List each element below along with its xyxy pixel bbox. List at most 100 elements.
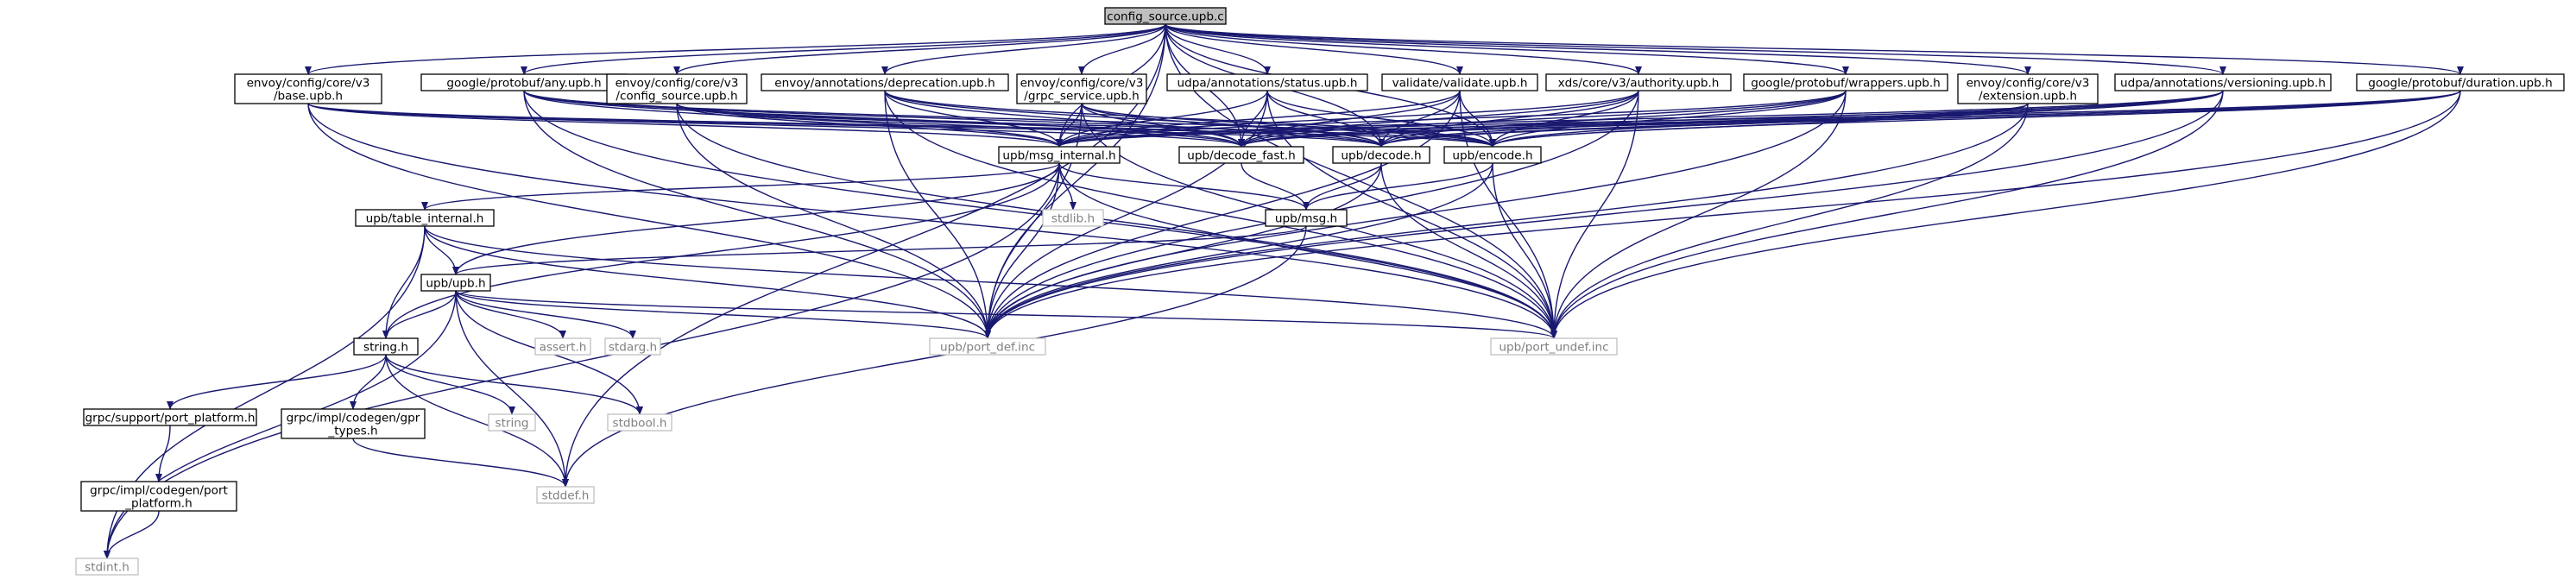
node-box (80, 481, 237, 512)
edge-any-to-msginternal (523, 90, 1063, 148)
edge-base-to-msginternal (307, 103, 1063, 148)
node-box (2114, 73, 2332, 91)
edge-cfgsrc-to-encode (676, 103, 1496, 148)
edge-tableint-to-upb (424, 225, 459, 275)
node-stdlib: stdlib.h (1042, 209, 1104, 227)
node-versioning[interactable]: udpa/annotations/versioning.upb.h (2114, 73, 2332, 91)
node-box (355, 209, 495, 227)
edge-duration-to-msginternal (1056, 90, 2461, 148)
edge-status-to-portundef (1266, 90, 1557, 339)
edge-wrappers-to-encode (1489, 90, 1847, 148)
edge-cfgsrc-to-decode (676, 103, 1385, 148)
edge-encode-to-msg (1303, 162, 1493, 211)
node-label: stdint.h (85, 561, 129, 575)
node-label: upb/decode_fast.h (1187, 149, 1296, 163)
edge-wrappers-to-msginternal (1056, 90, 1847, 148)
edge-decode-to-portundef (1380, 162, 1557, 339)
node-wrappers[interactable]: google/protobuf/wrappers.upb.h (1743, 73, 1948, 91)
node-stringh[interactable]: string.h (353, 337, 419, 356)
node-box (604, 337, 661, 356)
edge-root-to-stddef (562, 23, 1166, 488)
node-label: envoy/annotations/deprecation.upb.h (774, 77, 994, 91)
edge-deprec-to-portdef (884, 90, 991, 339)
node-root[interactable]: config_source.upb.c (1104, 7, 1227, 25)
node-decode[interactable]: upb/decode.h (1332, 146, 1430, 164)
edge-wrappers-to-portundef (1550, 90, 1847, 339)
node-box (1443, 146, 1542, 164)
node-box (488, 413, 536, 432)
edge-root-to-authority (1165, 23, 1642, 75)
edge-stringh-to-stdbool (385, 354, 643, 415)
edge-encode-to-portundef (1492, 162, 1557, 339)
node-label: udpa/annotations/status.upb.h (1178, 77, 1358, 91)
edge-wrappers-to-decodefast (1238, 90, 1847, 148)
edge-root-to-wrappers (1165, 23, 1849, 75)
edge-versioning-to-portdef (984, 90, 2224, 339)
edge-msginternal-to-portdef (984, 162, 1060, 339)
edge-tableint-to-stringh (382, 225, 426, 339)
node-validate[interactable]: validate/validate.upb.h (1381, 73, 1538, 91)
edge-any-to-decodefast (523, 90, 1245, 148)
node-ext[interactable]: envoy/config/core/v3/extension.upb.h (1957, 73, 2099, 104)
node-label: envoy/config/core/v3 (247, 77, 370, 91)
node-duration[interactable]: google/protobuf/duration.upb.h (2356, 73, 2565, 91)
edge-authority-to-portundef (1550, 90, 1639, 339)
edge-root-to-versioning (1165, 23, 2226, 75)
node-authority[interactable]: xds/core/v3/authority.upb.h (1545, 73, 1732, 91)
node-deprec[interactable]: envoy/annotations/deprecation.upb.h (761, 73, 1009, 91)
edge-encode-to-portdef (984, 162, 1493, 339)
edge-stringh-to-gprtypes (350, 354, 387, 410)
node-cfgsrc[interactable]: envoy/config/core/v3/config_source.upb.h (606, 73, 748, 104)
edge-deprec-to-decodefast (884, 90, 1245, 148)
edge-tableint-to-portdef (424, 225, 991, 339)
edge-grpc-to-decodefast (1081, 103, 1245, 148)
node-gprtypes[interactable]: grpc/impl/codegen/gpr_types.h (281, 408, 426, 439)
edge-ext-to-portdef (984, 103, 2029, 339)
edge-duration-to-portdef (984, 90, 2461, 339)
node-upb[interactable]: upb/upb.h (420, 274, 491, 292)
edge-deprec-to-msginternal (884, 90, 1063, 148)
node-grpc[interactable]: envoy/config/core/v3/grpc_service.upb.h (1016, 73, 1147, 104)
edge-gprtypes-to-stddef (352, 438, 569, 488)
edge-portplat-to-codegenplat (155, 425, 171, 482)
node-msg[interactable]: upb/msg.h (1265, 209, 1348, 227)
node-label: upb/port_def.inc (940, 341, 1035, 355)
node-box (536, 486, 595, 504)
edge-base-to-portdef (307, 103, 991, 339)
edge-root-to-grpc (1078, 23, 1166, 75)
node-portundef: upb/port_undef.inc (1490, 337, 1618, 356)
node-label: envoy/config/core/v3 (616, 77, 739, 91)
node-codegenplat[interactable]: grpc/impl/codegen/port_platform.h (80, 481, 237, 512)
node-box (1042, 209, 1104, 227)
node-string: string (488, 413, 536, 432)
node-base[interactable]: envoy/config/core/v3/base.upb.h (234, 73, 382, 104)
edge-msginternal-to-tableint (421, 162, 1060, 211)
edge-wrappers-to-decode (1378, 90, 1847, 148)
node-box (929, 337, 1046, 356)
edge-stringh-to-portplat (167, 354, 387, 410)
node-box (1743, 73, 1948, 91)
node-label: upb/msg_internal.h (1002, 149, 1115, 163)
node-portplat[interactable]: grpc/support/port_platform.h (83, 408, 257, 426)
node-encode[interactable]: upb/encode.h (1443, 146, 1542, 164)
node-label: assert.h (540, 341, 587, 355)
node-box (534, 337, 591, 356)
node-box (1166, 73, 1368, 91)
node-box (607, 413, 672, 432)
edge-upb-to-stringh (382, 290, 457, 339)
edge-root-to-validate (1165, 23, 1463, 75)
node-tableint[interactable]: upb/table_internal.h (355, 209, 495, 227)
node-decodefast[interactable]: upb/decode_fast.h (1178, 146, 1304, 164)
node-status[interactable]: udpa/annotations/status.upb.h (1166, 73, 1368, 91)
edge-base-to-portundef (307, 103, 1557, 339)
node-msginternal[interactable]: upb/msg_internal.h (998, 146, 1121, 164)
edge-deprec-to-encode (884, 90, 1496, 148)
edge-root-to-cfgsrc (673, 23, 1166, 75)
edge-any-to-portundef (523, 90, 1557, 339)
edge-validate-to-decode (1378, 90, 1461, 148)
node-box (1332, 146, 1430, 164)
node-any[interactable]: google/protobuf/any.upb.h (420, 73, 628, 91)
edge-validate-to-msginternal (1056, 90, 1461, 148)
edge-root-to-base (305, 23, 1166, 75)
edge-msginternal-to-portundef (1058, 162, 1557, 339)
